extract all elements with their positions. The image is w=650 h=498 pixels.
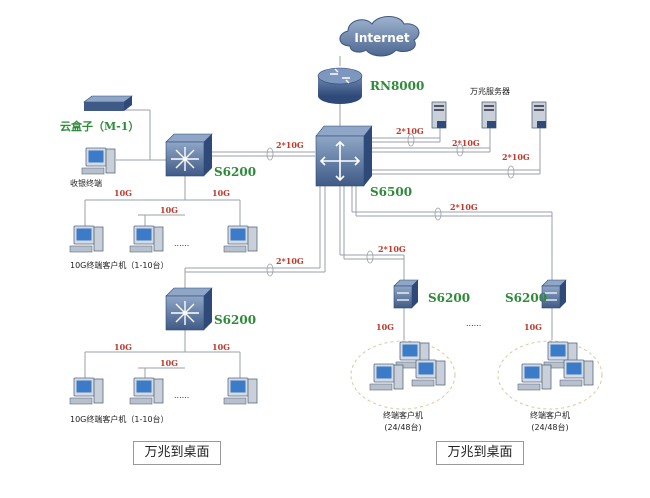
- right-switch-1-model-label: S6200: [428, 291, 470, 305]
- router-model-label: RN8000: [370, 79, 424, 93]
- caption-left: 万兆到桌面: [133, 441, 221, 465]
- core-switch-model-label: S6500: [370, 185, 412, 199]
- internet-label: Internet: [354, 31, 409, 45]
- link-label: 2*10G: [378, 244, 406, 254]
- client-pc-icon: [69, 225, 104, 253]
- terminal-group-2-label-line2: (24/48台): [531, 422, 568, 432]
- internet-cloud-icon: Internet: [339, 16, 420, 57]
- server-icon: [481, 101, 497, 129]
- link-label: 10G: [114, 188, 132, 198]
- server-icon: [431, 101, 447, 129]
- link-label: 10G: [160, 358, 178, 368]
- link-bundle-markers: [266, 133, 515, 277]
- terminal-group-2-label-line1: 终端客户机: [530, 410, 570, 420]
- link-label: 2*10G: [276, 140, 304, 150]
- terminal-pc-icon: [559, 359, 594, 387]
- left-switch-bottom-icon: [165, 287, 213, 331]
- servers-label: 万兆服务器: [470, 86, 510, 96]
- client-pc-icon: [129, 377, 164, 405]
- left-switch-top-icon: [165, 133, 213, 177]
- terminal-group-1-label-line1: 终端客户机: [383, 410, 423, 420]
- cashier-label: 收银终端: [70, 178, 102, 188]
- core-switch-icon: [315, 125, 373, 187]
- link-label: 2*10G: [276, 256, 304, 266]
- cloud-box-label: 云盒子（M-1）: [60, 119, 139, 133]
- client-pc-icon: [69, 377, 104, 405]
- client-pc-icon: [223, 377, 258, 405]
- server-icon: [531, 101, 547, 129]
- ellipsis-dots: ......: [174, 239, 189, 248]
- caption-right: 万兆到桌面: [436, 441, 524, 465]
- link-label: 2*10G: [450, 202, 478, 212]
- ellipsis-dots: ......: [174, 391, 189, 400]
- link-labels: 2*10G 2*10G 2*10G 2*10G 2*10G 2*10G 2*10…: [114, 126, 542, 368]
- client-group-top-label: 10G终端客户机（1-10台）: [70, 260, 169, 270]
- link-label: 10G: [524, 322, 542, 332]
- terminal-group-1-boundary: [350, 340, 456, 410]
- link-label: 10G: [376, 322, 394, 332]
- terminal-group-2-boundary: [497, 340, 603, 410]
- client-pc-icon: [223, 225, 258, 253]
- links: [84, 109, 553, 378]
- link-label: 2*10G: [452, 138, 480, 148]
- link-label: 10G: [160, 205, 178, 215]
- link-label: 2*10G: [396, 126, 424, 136]
- right-switch-2-model-label: S6200: [505, 291, 547, 305]
- client-group-bottom-label: 10G终端客户机（1-10台）: [70, 414, 169, 424]
- cloud-box-icon: [83, 95, 133, 111]
- ellipsis-dots: ......: [466, 319, 481, 328]
- link-label: 10G: [212, 188, 230, 198]
- terminal-group-1-label-line2: (24/48台): [384, 422, 421, 432]
- right-switch-1-icon: [393, 279, 419, 309]
- terminal-pc-icon: [517, 363, 552, 391]
- client-pc-icon: [129, 225, 164, 253]
- router-icon: [317, 67, 363, 104]
- left-switch-bottom-model-label: S6200: [214, 313, 256, 327]
- terminal-pc-icon: [411, 359, 446, 387]
- left-switch-top-model-label: S6200: [214, 165, 256, 179]
- link-label: 10G: [114, 342, 132, 352]
- right-switch-2-icon: [541, 279, 567, 309]
- cashier-terminal-icon: [81, 147, 116, 175]
- link-label: 2*10G: [502, 152, 530, 162]
- terminal-pc-icon: [369, 363, 404, 391]
- link-label: 10G: [212, 342, 230, 352]
